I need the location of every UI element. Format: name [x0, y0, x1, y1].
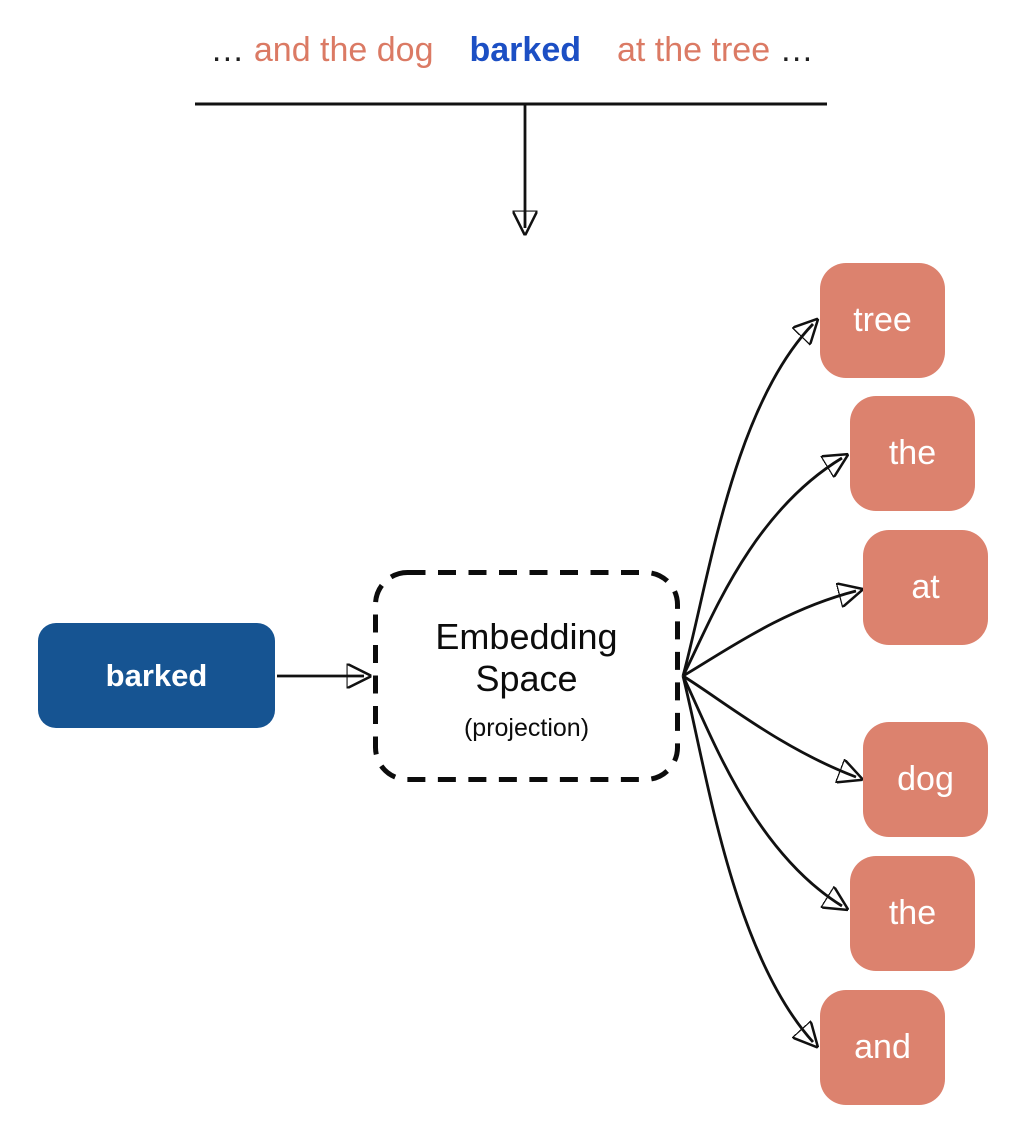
- embedding-box-border: [373, 570, 680, 782]
- arrow-to-at: [682, 591, 856, 678]
- left-context-words: and the dog: [253, 30, 434, 69]
- output-box-the-2: the: [850, 856, 975, 971]
- arrow-to-and: [681, 675, 813, 1042]
- embedding-space-box: Embedding Space (projection): [373, 570, 680, 782]
- input-word-label: barked: [105, 657, 208, 693]
- arrow-to-the-2: [681, 675, 842, 906]
- output-box-dog: dog: [863, 722, 988, 837]
- output-word-label: the: [888, 894, 937, 932]
- output-word-label: tree: [853, 301, 912, 339]
- arrow-to-tree: [681, 324, 813, 677]
- prefix-ellipsis: …: [210, 30, 245, 69]
- embedding-space-title: Embedding Space: [435, 615, 618, 699]
- context-sentence: … and the dog barked at the tree …: [0, 28, 1024, 72]
- arrow-to-the-1: [681, 458, 842, 677]
- output-word-label: at: [911, 568, 940, 606]
- output-word-label: and: [854, 1028, 911, 1066]
- output-word-label: dog: [897, 760, 954, 798]
- sentence-left-segment: … and the dog: [210, 31, 433, 70]
- output-box-at: at: [863, 530, 988, 645]
- output-box-tree: tree: [820, 263, 945, 378]
- output-word-label: the: [888, 434, 937, 472]
- right-context-words: at the tree: [617, 30, 771, 69]
- target-word: barked: [469, 30, 582, 69]
- output-box-and: and: [820, 990, 945, 1105]
- embedding-space-subtitle: (projection): [463, 713, 590, 742]
- input-word-box: barked: [38, 623, 275, 728]
- output-box-the-1: the: [850, 396, 975, 511]
- sentence-right-segment: at the tree …: [617, 31, 814, 70]
- arrow-to-dog: [682, 674, 856, 777]
- suffix-ellipsis: …: [779, 30, 814, 69]
